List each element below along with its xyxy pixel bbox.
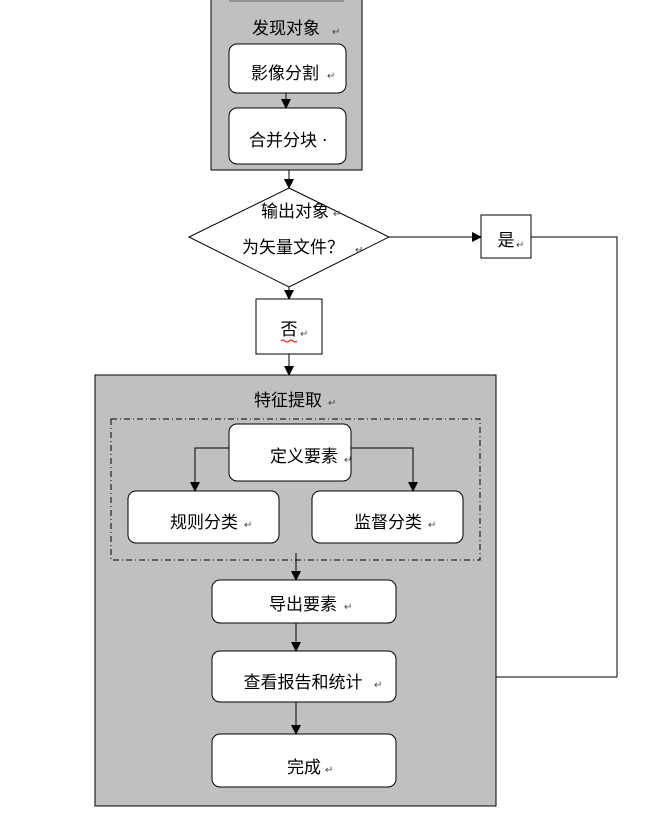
- paragraph-mark: ↵: [344, 455, 352, 466]
- paragraph-mark: ↵: [428, 520, 436, 531]
- define-features-label: 定义要素: [270, 447, 338, 467]
- decision-diamond: 输出对象 ↵ 为矢量文件？ ↵: [187, 187, 391, 288]
- yes-label: 是: [498, 231, 515, 251]
- done-box: 完成 ↵: [211, 733, 397, 788]
- paragraph-mark: ↵: [355, 245, 363, 256]
- paragraph-mark: ↵: [300, 329, 308, 340]
- decision-line2: 为矢量文件？: [242, 238, 344, 258]
- no-label: 否: [281, 320, 298, 340]
- segment-box: 影像分割 ↵: [228, 43, 347, 94]
- supervised-classify-label: 监督分类: [354, 513, 422, 533]
- done-label: 完成: [287, 758, 321, 778]
- decision-line1: 输出对象: [261, 202, 329, 222]
- feature-extraction-title: 特征提取: [254, 391, 322, 411]
- spell-underline: [280, 339, 298, 343]
- export-features-box: 导出要素 ↵: [211, 579, 397, 624]
- paragraph-mark: ↵: [374, 680, 382, 691]
- arrow-to-rule-classify: [190, 447, 229, 492]
- connector-yes-right: [531, 236, 618, 677]
- yes-box: 是 ↵: [480, 214, 532, 259]
- find-objects-title: 发现对象: [252, 19, 320, 39]
- no-box: 否 ↵: [255, 298, 323, 355]
- paragraph-mark: ↵: [328, 398, 336, 409]
- paragraph-mark: ↵: [333, 209, 341, 220]
- supervised-classify-box: 监督分类 ↵: [311, 490, 464, 544]
- merge-dot: ·: [322, 131, 327, 151]
- export-features-label: 导出要素: [269, 595, 337, 615]
- report-stats-box: 查看报告和统计 ↵: [211, 650, 397, 703]
- report-stats-label: 查看报告和统计: [244, 673, 363, 693]
- rule-classify-box: 规则分类 ↵: [127, 490, 280, 544]
- paragraph-mark: ↵: [327, 71, 335, 82]
- paragraph-mark: ↵: [244, 520, 252, 531]
- paragraph-mark: ↵: [344, 602, 352, 613]
- merge-label: 合并分块: [249, 131, 317, 151]
- arrow-to-supervised-classify: [351, 447, 418, 492]
- segment-label: 影像分割: [251, 64, 319, 84]
- paragraph-mark: ↵: [325, 765, 333, 776]
- paragraph-mark: ↵: [516, 240, 524, 251]
- define-features-box: 定义要素 ↵: [228, 423, 352, 482]
- paragraph-mark: ↵: [332, 27, 340, 38]
- rule-classify-label: 规则分类: [170, 513, 238, 533]
- merge-box: 合并分块 ·: [228, 107, 347, 165]
